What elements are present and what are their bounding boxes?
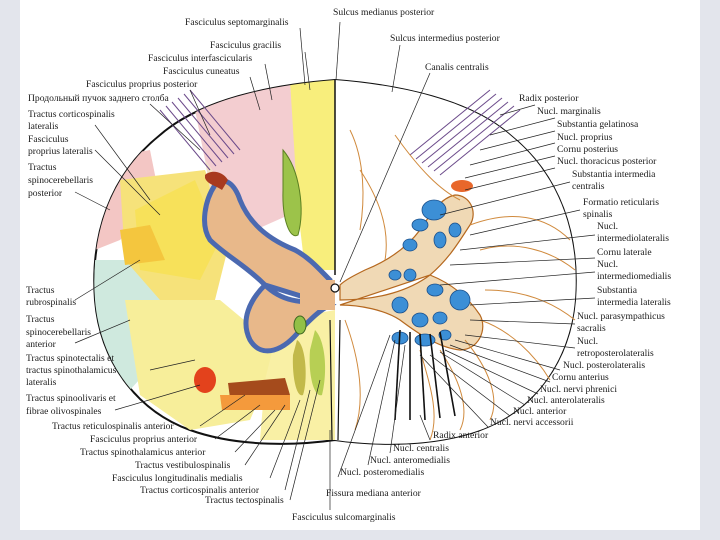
gracilis-green-lobe <box>282 148 302 237</box>
left-red-oval <box>194 367 216 393</box>
label-spinalis: spinalis <box>583 209 613 220</box>
label-radix-posterior: Radix posterior <box>519 93 579 104</box>
corticospinal-anterior-green <box>293 315 307 335</box>
label-sulcomarginalis: Fasciculus sulcomarginalis <box>292 512 396 523</box>
label-tractus-corticospinalis: Tractus corticospinalis <box>28 109 115 120</box>
anterior-olive-lobe <box>292 340 306 396</box>
label-formatio-reticularis: Formatio reticularis <box>583 197 659 208</box>
region-right-white <box>335 80 576 444</box>
label-intermediomedialis: intermediomedialis <box>597 271 671 282</box>
label-substantia-gelatinosa: Substantia gelatinosa <box>557 119 639 130</box>
label-tectospinalis: Tractus tectospinalis <box>205 495 284 506</box>
label-fissura-mediana-anterior: Fissura mediana anterior <box>326 488 422 499</box>
label-intermedia-lateralis: intermedia lateralis <box>597 297 671 308</box>
label-nucl-nervi-phrenici: Nucl. nervi phrenici <box>540 384 617 395</box>
label-substantia: Substantia <box>597 285 638 296</box>
central-canal <box>330 283 340 293</box>
label-longitudinal-bundle-ru: Продольный пучок заднего столба <box>28 93 170 104</box>
anterior-median-fissure <box>329 319 341 441</box>
label-sulcus-intermedius-posterior: Sulcus intermedius posterior <box>390 33 501 44</box>
label-fasciculus-septomarginalis: Fasciculus septomarginalis <box>185 17 289 28</box>
label-nucl-anterior: Nucl. anterior <box>513 406 567 417</box>
label-reticulospinalis-anterior: Tractus reticulospinalis anterior <box>52 421 174 432</box>
label-proprius-anterior: Fasciculus proprius anterior <box>90 434 198 445</box>
label-sulcus-medianus-posterior: Sulcus medianus posterior <box>333 7 435 18</box>
label-nucl-anteromedialis: Nucl. anteromedialis <box>370 455 450 466</box>
label-fasciculus-proprius-posterior: Fasciculus proprius posterior <box>86 79 198 90</box>
label-nucl-marginalis: Nucl. marginalis <box>537 106 601 117</box>
label-nucl-centralis: Nucl. centralis <box>393 443 449 454</box>
label-fasciculus-cuneatus: Fasciculus cuneatus <box>163 66 240 77</box>
left-radix-posterior <box>159 89 241 171</box>
label-vestibulospinalis: Tractus vestibulospinalis <box>135 460 231 471</box>
label-nucl-proprius: Nucl. proprius <box>557 132 613 143</box>
label-canalis-centralis: Canalis centralis <box>425 62 489 73</box>
label-fasciculus-gracilis: Fasciculus gracilis <box>210 40 281 51</box>
label-nucl-thoracicus-posterior: Nucl. thoracicus posterior <box>557 156 657 167</box>
label-anterior-1: anterior <box>26 339 57 350</box>
label-fasciculus-2: Fasciculus <box>28 134 69 145</box>
label-cornu-laterale: Cornu laterale <box>597 247 652 258</box>
central-grey-left <box>300 280 335 310</box>
label-nucl-parasympathicus: Nucl. parasympathicus <box>577 311 665 322</box>
label-nucl-1: Nucl. <box>597 221 618 232</box>
label-rubrospinalis: rubrospinalis <box>26 297 76 308</box>
label-spinothalamicus-anterior: Tractus spinothalamicus anterior <box>80 447 206 458</box>
label-longitudinalis-medialis: Fasciculus longitudinalis medialis <box>112 473 243 484</box>
label-nucl-3: Nucl. <box>577 336 598 347</box>
label-lateralis-2: lateralis <box>26 377 57 388</box>
label-substantia-intermedia: Substantia intermedia <box>572 169 656 180</box>
label-lateralis-1: lateralis <box>28 121 59 132</box>
label-spinoolivaris: Tractus spinoolivaris et <box>26 393 116 404</box>
label-nucl-nervi-accessorii: Nucl. nervi accessorii <box>490 417 574 428</box>
right-margin-band <box>700 0 720 540</box>
right-fibre-network <box>344 129 576 441</box>
region-rubrospinalis <box>120 225 165 265</box>
right-posterior-red <box>451 180 473 192</box>
radix-anterior-fibres <box>394 329 456 421</box>
left-brown-band <box>228 378 290 398</box>
label-spinothalamicus: tractus spinothalamicus <box>26 365 117 376</box>
region-posterior-pink <box>190 80 300 230</box>
label-tractus-1: Tractus <box>28 162 57 173</box>
label-spinotectalis: Tractus spinotectalis et <box>26 353 114 364</box>
label-nucl-posterolateralis: Nucl. posterolateralis <box>563 360 645 371</box>
label-tractus-2: Tractus <box>26 285 55 296</box>
label-fasciculus-interfascicularis: Fasciculus interfascicularis <box>148 53 252 64</box>
region-gracilis <box>290 80 335 270</box>
label-nucl-anterolateralis: Nucl. anterolateralis <box>527 395 605 406</box>
label-cornu-anterius: Cornu anterius <box>552 372 609 383</box>
label-posterior-1: posterior <box>28 188 63 199</box>
label-nucl-2: Nucl. <box>597 259 618 270</box>
left-margin-band <box>0 0 20 540</box>
anterior-green-lobe <box>309 330 326 396</box>
leader-lines <box>74 21 596 510</box>
right-nuclei-group <box>388 199 471 347</box>
label-spinocerebellaris-2: spinocerebellaris <box>26 327 91 338</box>
label-spinocerebellaris-1: spinocerebellaris <box>28 175 93 186</box>
label-nucl-posteromedialis: Nucl. posteromedialis <box>340 467 424 478</box>
label-radix-anterior: Radix anterior <box>433 430 489 441</box>
label-centralis: centralis <box>572 181 605 192</box>
label-intermediolateralis: intermediolateralis <box>597 233 669 244</box>
label-corticospinalis-anterior: Tractus corticospinalis anterior <box>140 485 260 496</box>
label-cornu-posterius: Cornu posterius <box>557 144 618 155</box>
left-orange-band <box>220 395 290 410</box>
label-sacralis: sacralis <box>577 323 606 334</box>
left-dorsal-horn-cap <box>205 171 228 190</box>
bottom-margin-band <box>0 530 720 540</box>
label-retroposterolateralis: retroposterolateralis <box>577 348 654 359</box>
label-proprius-lateralis: proprius lateralis <box>28 146 93 157</box>
right-radix-posterior <box>409 89 521 176</box>
label-tractus-3: Tractus <box>26 314 55 325</box>
label-fibrae-olivospinales: fibrae olivospinales <box>26 406 102 417</box>
